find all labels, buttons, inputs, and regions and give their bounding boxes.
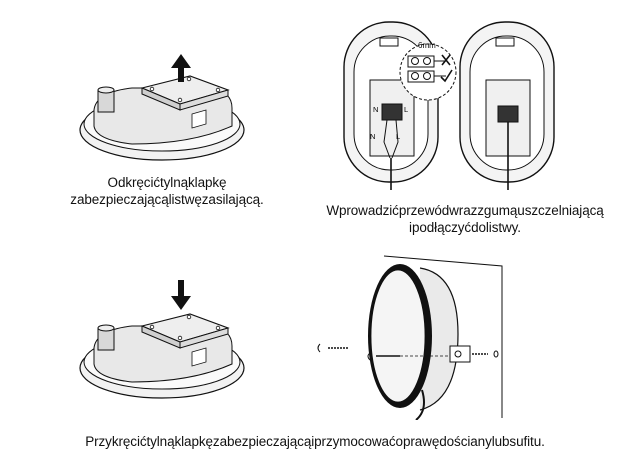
strip-length-label: 6mm xyxy=(418,41,436,50)
wire-l-label: L xyxy=(396,132,400,141)
step2-illustration: N L N L 6mm xyxy=(332,8,562,190)
step3-mount-illustration xyxy=(312,250,522,420)
step3-base-illustration xyxy=(72,276,252,406)
terminal-l-label: L xyxy=(404,105,408,114)
step2-caption-line1: Wprowadzićprzewódwrazzgumąuszczelniającą xyxy=(326,203,604,218)
step2-caption: Wprowadzićprzewódwrazzgumąuszczelniającą… xyxy=(310,202,620,236)
step1-caption: Odkręcićtylnąklapkę zabezpieczającąlistw… xyxy=(62,174,272,208)
step1-caption-line1: Odkręcićtylnąklapkę xyxy=(107,175,227,190)
wire-n-label: N xyxy=(370,132,375,141)
step1-illustration xyxy=(72,48,252,168)
step3-caption-line1: Przykręcićtylnąklapkęzabezpieczającąiprz… xyxy=(85,434,545,449)
step3-caption: Przykręcićtylnąklapkęzabezpieczającąiprz… xyxy=(20,433,610,450)
terminal-n-label: N xyxy=(373,105,378,114)
step1-caption-line2: zabezpieczającąlistwęzasilającą. xyxy=(70,192,264,207)
step2-caption-line2: ipodłączyćdolistwy. xyxy=(409,220,521,235)
